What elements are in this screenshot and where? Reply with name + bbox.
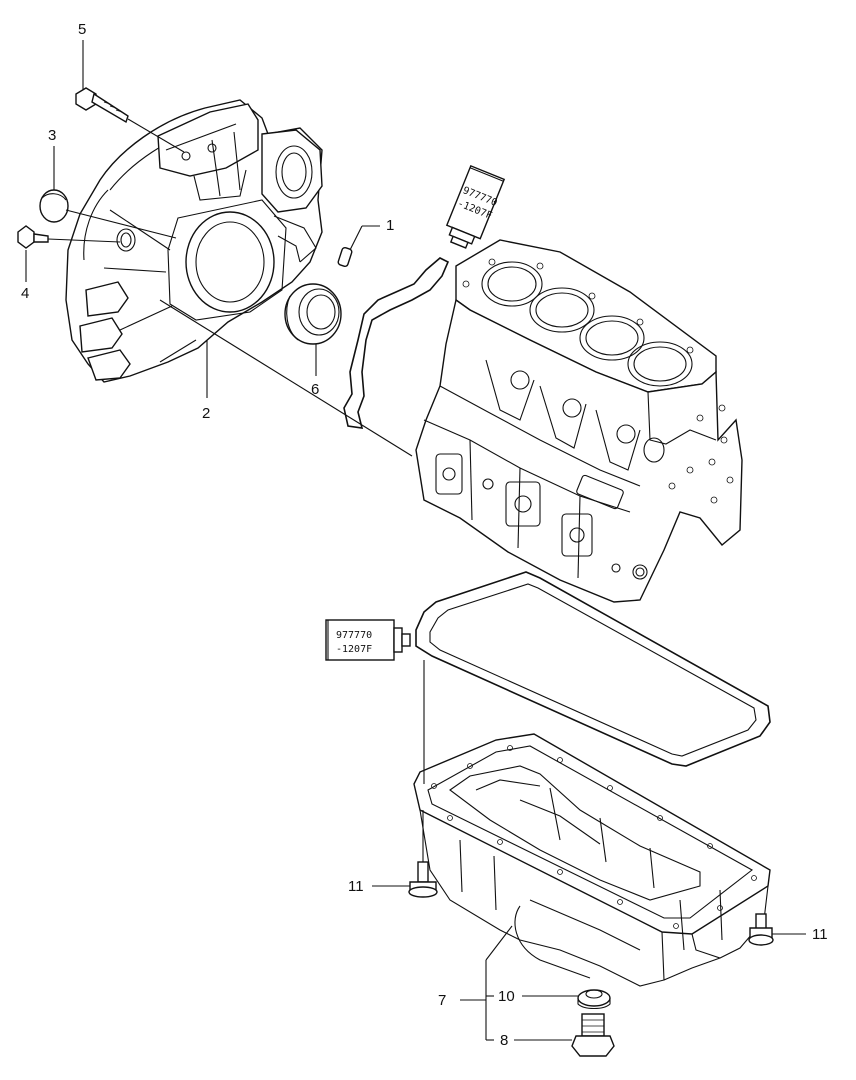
oil-seal	[284, 283, 342, 345]
bolt-4	[17, 225, 49, 249]
housing-gasket	[343, 257, 450, 429]
sealant-code-lower-line2: -1207F	[336, 644, 372, 655]
cylinder-block	[415, 239, 743, 603]
oil-pan-gasket	[415, 571, 771, 767]
callout-2: 2	[202, 405, 210, 422]
plug-3	[39, 189, 69, 223]
leader-lines	[25, 40, 806, 1041]
callout-6: 6	[311, 381, 319, 398]
callout-labels: 5 3 4 1 2 6 11 11 7 10 8	[21, 21, 828, 1049]
bolt-11-right	[748, 913, 774, 946]
sealant-tube-lower: 977770 -1207F	[325, 619, 411, 661]
washer-10	[577, 989, 611, 1010]
callout-10: 10	[498, 988, 515, 1005]
dowel-pin	[337, 246, 353, 268]
bolt-11-left	[408, 861, 438, 898]
callout-3: 3	[48, 127, 56, 144]
callout-5: 5	[78, 21, 86, 38]
callout-7: 7	[438, 992, 446, 1009]
callout-8: 8	[500, 1032, 508, 1049]
callout-4: 4	[21, 285, 29, 302]
sealant-code-lower-line1: 977770	[336, 630, 372, 641]
oil-pan	[413, 733, 771, 987]
sealant-tube-upper: 977770 -1207F	[445, 164, 506, 249]
callout-11-right: 11	[812, 926, 828, 943]
bolt-5	[75, 87, 129, 124]
drain-plug-8	[571, 1013, 615, 1057]
flywheel-housing	[65, 99, 323, 383]
callout-1: 1	[386, 217, 394, 234]
callout-11-left: 11	[348, 878, 364, 895]
